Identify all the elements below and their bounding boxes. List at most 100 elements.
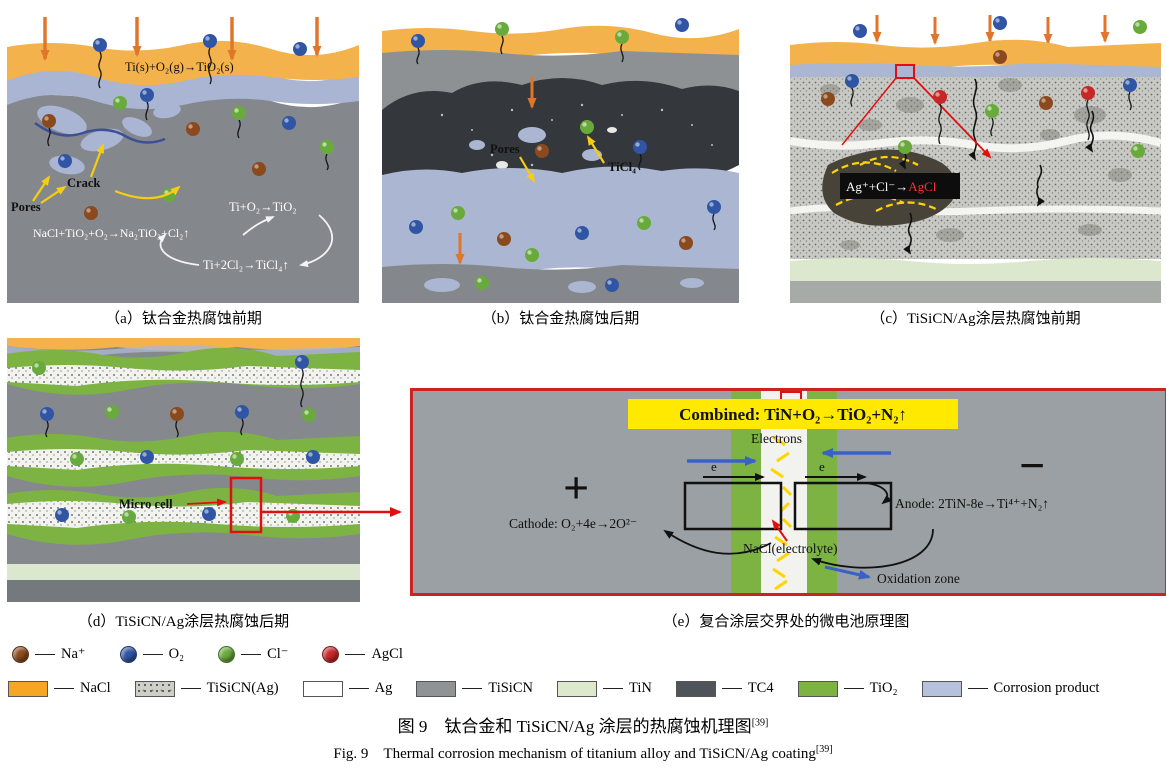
panel-c-caption-text: （c）TiSiCN/Ag涂层热腐蚀前期: [870, 311, 1081, 327]
micro-cell-label: Micro cell: [119, 497, 173, 511]
panel-a-graphic: Ti(s)+O₂(g)→TiO₂(s) Pores Crack Ti+O₂→Ti…: [7, 15, 359, 303]
corrosion-product-layer: [382, 166, 739, 280]
legend-swatch-tisicn: [416, 680, 457, 697]
flux-arrows: [455, 77, 537, 265]
legend-label-ag: Ag: [374, 680, 393, 696]
silver-dashes: [770, 435, 793, 591]
panel-a: Ti(s)+O₂(g)→TiO₂(s) Pores Crack Ti+O₂→Ti…: [7, 15, 359, 303]
tc4-substrate: [790, 281, 1161, 303]
pointer-arrows: [519, 135, 605, 183]
substrate-corrosion-blobs: [424, 278, 704, 293]
micro-cell-pointer: [186, 498, 227, 507]
tc4-substrate: [7, 580, 360, 602]
panel-a-caption: （a）钛合金热腐蚀前期: [7, 307, 360, 328]
legend-item-ag: Ag: [302, 680, 393, 697]
dark-corroded-zone: [382, 78, 739, 194]
legend-item-tc4: TC4: [675, 680, 774, 697]
panel-b: Pores TiCl₄: [382, 15, 739, 303]
panel-c-caption: （c）TiSiCN/Ag涂层热腐蚀前期: [790, 307, 1161, 328]
legend-item-agcl: AgCl: [322, 646, 403, 663]
reaction-ticl4-label: Ti+2Cl₂→TiCl₄↑: [203, 258, 289, 272]
surface-reaction-label: Ti(s)+O₂(g)→TiO₂(s): [125, 60, 234, 74]
legend-label-na: Na⁺: [61, 646, 86, 662]
legend-swatch-corrosion-product: [921, 680, 962, 697]
anode-minus-sign: −: [1019, 440, 1045, 491]
zoom-connector-arrow: [258, 500, 414, 529]
ion-tails: [47, 47, 329, 171]
agcl-reaction-left: Ag⁺+Cl⁻→: [846, 179, 908, 194]
cathode-cell-box: [683, 481, 783, 531]
oxidation-zone-label: Oxidation zone: [877, 571, 960, 586]
speckles: [440, 103, 713, 167]
panel-b-caption: （b）钛合金热腐蚀后期: [382, 307, 739, 328]
crack-line: [34, 121, 166, 144]
electron-current-arrows: e e: [703, 459, 867, 481]
ion-spheres: [32, 355, 320, 524]
ion-tails: [850, 87, 1132, 145]
panel-e-graphic: Combined: TiN+O₂→TiO₂+N₂↑ + − Electrons …: [413, 391, 1165, 593]
legend-item-tisicn-ag: TiSiCN(Ag): [134, 680, 279, 697]
panel-e-caption: （e）复合涂层交界处的微电池原理图: [410, 610, 1162, 631]
legend-item-tio2: TiO₂: [797, 680, 898, 697]
legend-label-tisicn-ag: TiSiCN(Ag): [206, 680, 279, 696]
legend-dash: [35, 654, 55, 655]
ion-spheres: [409, 18, 721, 292]
legend-materials: NaCl TiSiCN(Ag) Ag TiSiCN TiN TC4: [8, 680, 1123, 697]
legend-label-tio2: TiO₂: [869, 680, 898, 696]
legend-dash: [721, 688, 742, 689]
legend-label-o2: O₂: [168, 646, 185, 662]
ticl4-label: TiCl₄: [608, 160, 636, 174]
micro-cell-box: [229, 476, 263, 534]
figure-caption-en: Fig. 9 Thermal corrosion mechanism of ti…: [0, 742, 1166, 763]
legend-dash: [602, 688, 623, 689]
oxidation-zone-pointer: [824, 565, 871, 580]
corrosion-product-layer: [7, 66, 359, 110]
legend-dash: [54, 688, 74, 689]
legend-swatch-nacl: [8, 680, 48, 697]
agcl-reaction-right: AgCl: [908, 179, 937, 194]
panel-c: Ag⁺+Cl⁻→AgCl: [790, 15, 1161, 303]
panel-e-caption-text: （e）复合涂层交界处的微电池原理图: [662, 614, 910, 630]
salt-flux-arrows: [40, 17, 322, 61]
crack-label: Crack: [67, 176, 100, 190]
salt-flux-arrows: [872, 15, 1110, 45]
legend-swatch-tin: [556, 680, 597, 697]
legend-item-tin: TiN: [556, 680, 652, 697]
cathode-reaction-label: Cathode: O₂+4e→2O²⁻: [509, 516, 637, 531]
legend-item-corrosion-product: Corrosion product: [921, 680, 1099, 697]
tin-interlayer: [790, 258, 1161, 281]
ion-spheres: [821, 16, 1147, 158]
figure-caption-zh-ref: [39]: [751, 717, 769, 729]
panel-d-caption: （d）TiSiCN/Ag涂层热腐蚀后期: [7, 610, 360, 631]
panel-d-graphic: Micro cell: [7, 338, 360, 602]
panel-d: Micro cell: [7, 338, 360, 602]
legend-label-agcl: AgCl: [371, 646, 403, 662]
legend-label-nacl: NaCl: [80, 680, 111, 696]
legend-species: Na⁺ O₂ Cl⁻ AgCl: [12, 646, 437, 663]
pores-label: Pores: [490, 142, 520, 156]
figure-caption-zh: 图 9 钛合金和 TiSiCN/Ag 涂层的热腐蚀机理图[39]: [0, 712, 1166, 737]
legend-item-cl: Cl⁻: [218, 646, 288, 663]
legend-swatch-tio2: [797, 680, 838, 697]
silver-rich-zone: Ag⁺+Cl⁻→AgCl: [822, 149, 960, 226]
anode-cell-box: [793, 481, 893, 531]
ion-tails: [416, 35, 716, 231]
panel-b-graphic: Pores TiCl₄: [382, 15, 739, 303]
figure-caption-en-text: Fig. 9 Thermal corrosion mechanism of ti…: [333, 746, 816, 762]
legend-swatch-tc4: [675, 680, 716, 697]
oxide-band-3: [7, 487, 360, 545]
reaction-flow-arrows: [663, 482, 934, 569]
legend-swatch-na: [12, 646, 29, 663]
legend-swatch-cl: [218, 646, 236, 663]
legend-item-na: Na⁺: [12, 646, 86, 663]
panel-b-caption-text: （b）钛合金热腐蚀后期: [481, 311, 640, 327]
legend-label-tin: TiN: [628, 680, 652, 696]
legend-dash: [348, 688, 369, 689]
reaction-oxide-label: Ti+O₂→TiO₂: [229, 200, 297, 214]
legend-label-tc4: TC4: [747, 680, 774, 696]
legend-dash: [462, 688, 483, 689]
zoom-indicator: [841, 64, 992, 159]
panel-a-caption-text: （a）钛合金热腐蚀前期: [105, 311, 262, 327]
diffusion-arrows: [898, 78, 1095, 255]
electrons-label: Electrons: [751, 431, 802, 446]
